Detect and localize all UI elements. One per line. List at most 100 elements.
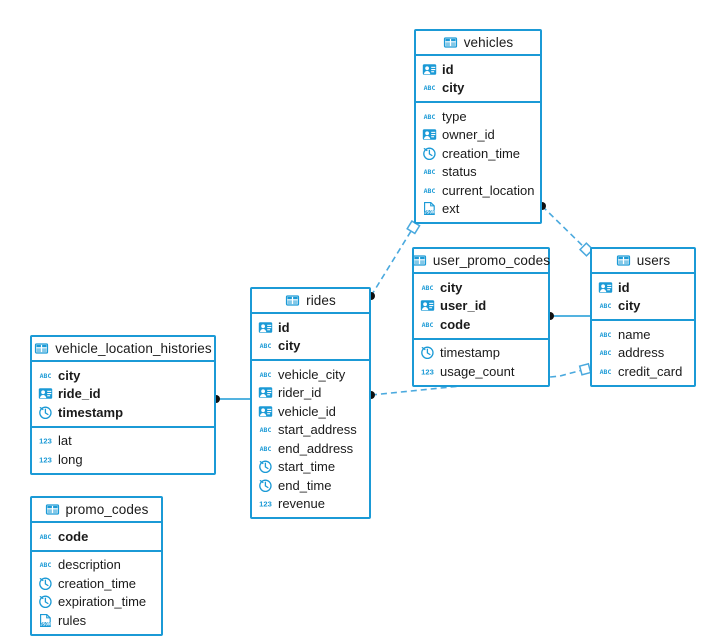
column-row[interactable]: ABC status [416, 163, 540, 182]
relationship-user-promo-codes-to-users[interactable] [546, 312, 590, 320]
uuid-icon [420, 298, 435, 313]
column-row[interactable]: ride_id [32, 385, 214, 404]
svg-text:ABC: ABC [424, 168, 436, 176]
column-row[interactable]: 123 long [32, 450, 214, 469]
column-row[interactable]: creation_time [32, 574, 161, 593]
table-name: promo_codes [65, 502, 149, 517]
column-row[interactable]: ABC code [32, 527, 161, 546]
column-row[interactable]: ABC current_location [416, 181, 540, 200]
column-row[interactable]: rider_id [252, 384, 369, 403]
column-name: creation_time [58, 575, 137, 591]
table-header[interactable]: users [592, 249, 694, 274]
abc-icon: ABC [598, 298, 613, 313]
column-row[interactable]: vehicle_id [252, 402, 369, 421]
column-row[interactable]: id [252, 318, 369, 337]
table-icon [34, 341, 49, 356]
column-row[interactable]: user_id [414, 297, 548, 316]
column-row[interactable]: expiration_time [32, 593, 161, 612]
abc-icon: ABC [38, 368, 53, 383]
column-name: vehicle_id [278, 403, 336, 419]
column-row[interactable]: creation_time [416, 144, 540, 163]
column-name: user_id [440, 298, 487, 314]
svg-text:JSON: JSON [40, 621, 51, 627]
svg-text:ABC: ABC [424, 187, 436, 195]
column-name: start_time [278, 459, 336, 475]
column-row[interactable]: owner_id [416, 126, 540, 145]
column-row[interactable]: ABC end_address [252, 439, 369, 458]
table-header[interactable]: vehicles [416, 31, 540, 56]
json-icon: JSON [422, 201, 437, 216]
column-row[interactable]: id [592, 278, 694, 297]
svg-text:123: 123 [259, 500, 272, 509]
table-name: user_promo_codes [432, 253, 551, 268]
table-icon [412, 253, 427, 268]
abc-icon: ABC [38, 529, 53, 544]
table-header[interactable]: user_promo_codes [412, 249, 551, 274]
column-name: end_address [278, 440, 354, 456]
uuid-icon [422, 62, 437, 77]
abc-icon: ABC [258, 422, 273, 437]
column-name: status [442, 164, 477, 180]
abc-icon: ABC [258, 441, 273, 456]
abc-icon: ABC [598, 327, 613, 342]
column-name: end_time [278, 477, 332, 493]
svg-text:123: 123 [39, 455, 52, 464]
column-name: city [440, 279, 463, 295]
column-row[interactable]: end_time [252, 476, 369, 495]
column-name: current_location [442, 182, 535, 198]
column-row[interactable]: timestamp [32, 403, 214, 422]
column-name: city [278, 338, 301, 354]
column-row[interactable]: ABC start_address [252, 421, 369, 440]
column-name: long [58, 451, 83, 467]
table-header[interactable]: vehicle_location_histories [32, 337, 214, 362]
relationship-vehicle-location-histories-to-rides[interactable] [212, 395, 250, 403]
svg-text:123: 123 [421, 367, 434, 376]
column-name: credit_card [618, 363, 683, 379]
table-name: vehicle_location_histories [55, 341, 212, 356]
column-row[interactable]: timestamp [414, 344, 548, 363]
svg-text:ABC: ABC [260, 445, 272, 453]
number-icon: 123 [420, 364, 435, 379]
column-name: type [442, 108, 467, 124]
table-icon [616, 253, 631, 268]
column-name: timestamp [58, 404, 124, 420]
column-name: vehicle_city [278, 366, 346, 382]
column-name: start_address [278, 422, 357, 438]
column-name: rider_id [278, 385, 322, 401]
column-row[interactable]: id [416, 60, 540, 79]
svg-text:ABC: ABC [260, 426, 272, 434]
relationship-line [541, 205, 591, 254]
clock-icon [38, 576, 53, 591]
column-row[interactable]: start_time [252, 458, 369, 477]
table-header[interactable]: rides [252, 289, 369, 314]
table-header[interactable]: promo_codes [32, 498, 161, 523]
column-name: address [618, 345, 665, 361]
column-name: code [58, 528, 89, 544]
